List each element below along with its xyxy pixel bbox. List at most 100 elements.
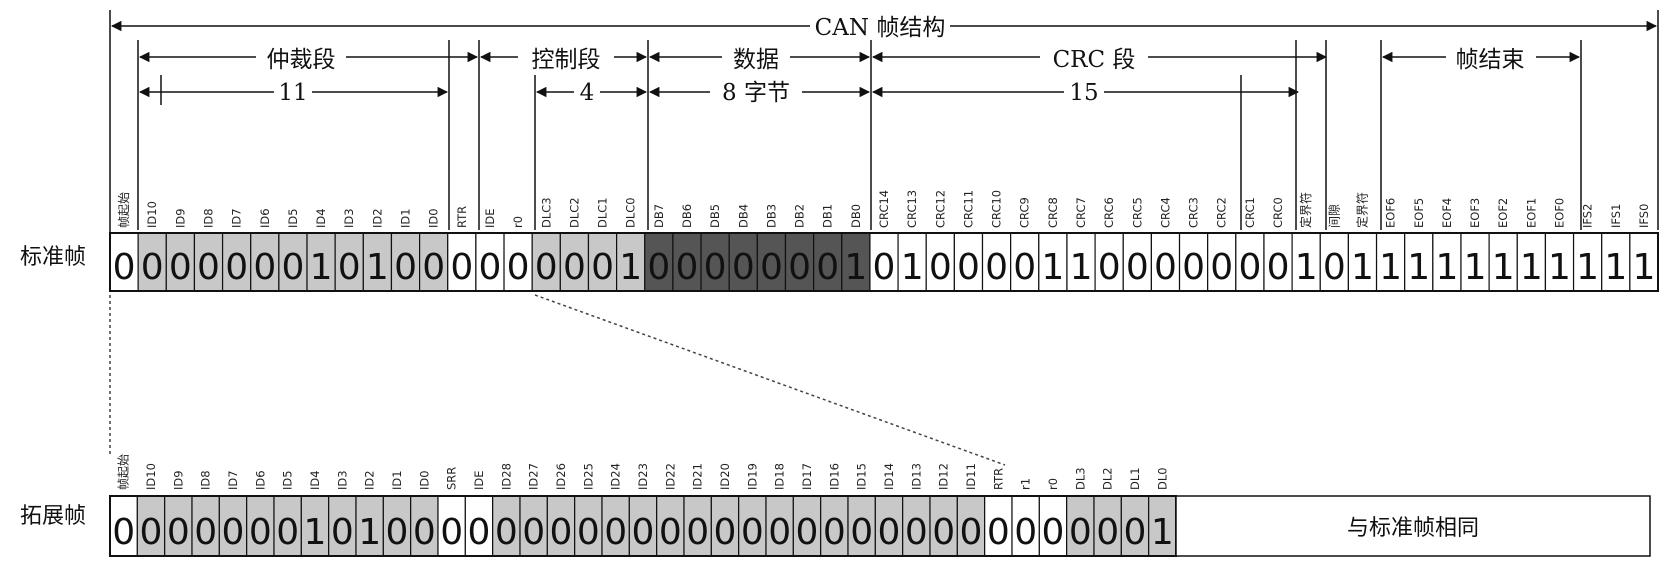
bit-value: 0	[768, 512, 791, 553]
field-name: DB4	[736, 204, 750, 228]
data-byte-count: 8 字节	[722, 80, 790, 106]
bit-cell	[193, 232, 224, 292]
control-segment-label: 控制段	[532, 47, 601, 73]
bit-value: 0	[1069, 512, 1092, 553]
bit-value: 0	[522, 512, 545, 553]
field-name: ID27	[527, 463, 541, 490]
field-name: IDE	[472, 470, 486, 490]
field-name: EOF5	[1412, 198, 1426, 228]
bit-value: 0	[823, 512, 846, 553]
bit-value: 0	[394, 247, 417, 288]
bit-value: 0	[1042, 512, 1065, 553]
bit-value: 1	[1548, 247, 1571, 288]
field-name: ID23	[636, 463, 650, 490]
field-name: CRC14	[877, 190, 891, 228]
bit-value: 0	[1126, 247, 1149, 288]
bit-cell	[1038, 232, 1068, 292]
extended-frame-remainder-note: 与标准帧相同	[1347, 516, 1479, 541]
bit-cell	[109, 232, 139, 292]
bit-value: 0	[1124, 512, 1147, 553]
field-name: ID13	[909, 463, 923, 490]
field-name: DL1	[1128, 467, 1142, 490]
bit-value: 0	[604, 512, 627, 553]
bit-value: 0	[468, 512, 491, 553]
bit-value: 0	[1323, 247, 1346, 288]
bit-value: 1	[1435, 247, 1458, 288]
bit-value: 0	[1267, 247, 1290, 288]
bit-value: 0	[632, 512, 655, 553]
bit-value: 0	[686, 512, 709, 553]
field-name: ID14	[882, 463, 896, 490]
field-name: ID15	[855, 463, 869, 490]
bit-value: 0	[1098, 247, 1121, 288]
bit-value: 0	[816, 247, 839, 288]
bit-value: 0	[113, 247, 136, 288]
field-name: DB5	[708, 204, 722, 228]
field-name: ID4	[308, 470, 322, 490]
bit-value: 0	[281, 247, 304, 288]
field-name: ID10	[145, 201, 159, 228]
field-name: ID21	[691, 463, 705, 490]
bit-value: 1	[1632, 247, 1655, 288]
crc-segment-label: CRC 段	[1053, 47, 1136, 73]
field-name: DL2	[1101, 467, 1115, 490]
bit-value: 0	[873, 247, 896, 288]
frame-title: CAN 帧结构	[815, 15, 946, 41]
field-name: ID9	[171, 470, 185, 490]
field-name: CRC10	[990, 190, 1004, 228]
bit-cell	[546, 495, 576, 557]
field-name: ID17	[800, 463, 814, 490]
field-name: CRC7	[1074, 197, 1088, 228]
bit-value: 0	[704, 247, 727, 288]
bit-value: 0	[563, 247, 586, 288]
field-name: EOF0	[1552, 198, 1566, 228]
bit-cell	[1629, 232, 1659, 292]
bit-value: 0	[253, 247, 276, 288]
field-name: CRC5	[1130, 197, 1144, 228]
bit-value: 1	[304, 512, 327, 553]
bit-value: 0	[1154, 247, 1177, 288]
field-name: ID25	[581, 463, 595, 490]
bit-value: 0	[1014, 512, 1037, 553]
bit-value: 0	[413, 512, 436, 553]
bit-cell	[1404, 232, 1434, 292]
field-name: ID10	[144, 463, 158, 490]
field-name: ID7	[230, 208, 244, 228]
field-name: DB0	[849, 204, 863, 228]
field-name: DB1	[821, 204, 835, 228]
bit-value: 0	[987, 512, 1010, 553]
bit-value: 0	[1182, 247, 1205, 288]
eof-segment-label: 帧结束	[1456, 47, 1525, 73]
bit-value: 0	[331, 512, 354, 553]
bit-value: 0	[194, 512, 217, 553]
bit-value: 0	[647, 247, 670, 288]
field-name: ID11	[964, 463, 978, 490]
field-name: r0	[1046, 478, 1060, 490]
field-name: DB6	[680, 204, 694, 228]
bit-value: 0	[714, 512, 737, 553]
field-name: CRC11	[961, 190, 975, 228]
field-name: EOF2	[1496, 198, 1510, 228]
field-name: DL0	[1155, 467, 1169, 490]
field-name: ID26	[554, 463, 568, 490]
field-name: ID3	[342, 208, 356, 228]
field-name: ID2	[370, 208, 384, 228]
bit-cell	[492, 495, 521, 557]
bit-value: 0	[760, 247, 783, 288]
field-name: EOF6	[1384, 198, 1398, 228]
field-name: EOF1	[1524, 198, 1538, 228]
bit-value: 0	[222, 512, 245, 553]
bit-value: 0	[1210, 247, 1233, 288]
expansion-connectors	[109, 294, 1006, 466]
field-name: EOF4	[1440, 198, 1454, 228]
bit-value: 0	[140, 512, 163, 553]
bit-cell	[300, 495, 330, 557]
bit-value: 0	[550, 512, 573, 553]
extended-frame-label: 拓展帧	[20, 504, 86, 529]
bit-value: 0	[741, 512, 764, 553]
bit-cell	[191, 495, 220, 557]
field-name: ID22	[663, 463, 677, 490]
field-name: DB3	[764, 204, 778, 228]
